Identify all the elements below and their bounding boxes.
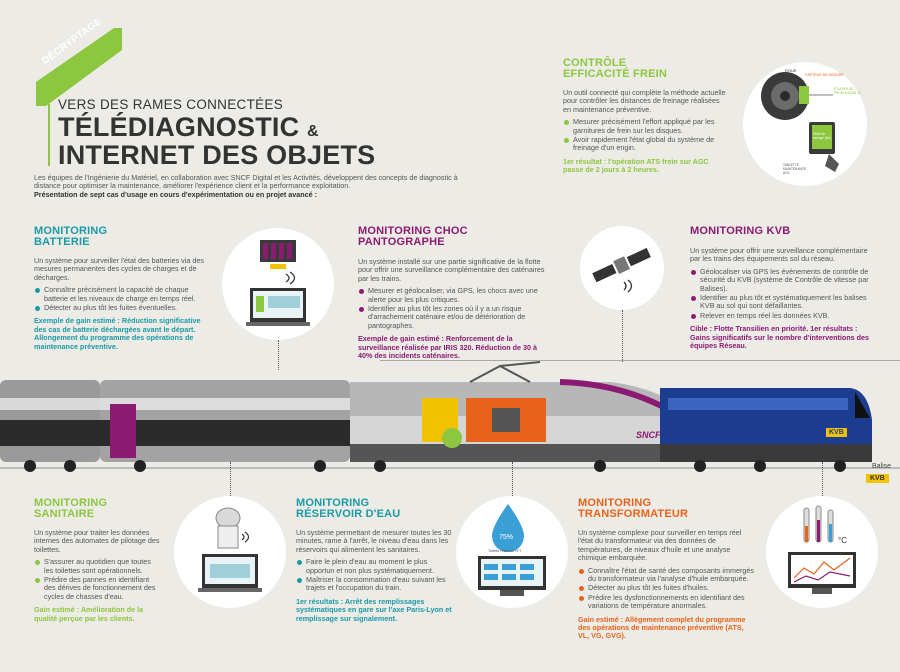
batterie-bullets: Connaître précisément la capacité de cha… [34,286,210,312]
kvb-result: Cible : Flotte Transilien en priorité. 1… [690,324,870,351]
frein-result: 1er résultat : l'opération ATS frein sur… [563,156,709,175]
kvb-title: MONITORING KVB [690,225,791,237]
batterie-bullet: Connaître précisément la capacité de cha… [34,286,210,303]
batterie-desc: Un système pour surveiller l'état des ba… [34,256,204,282]
reservoir-illustration: 75% Toilette réservoir N°7 [456,496,568,608]
sanitaire-result: Gain estimé : Amélioration de la qualité… [34,605,144,623]
section-transfo: MONITORING TRANSFORMATEUR Un système com… [578,498,756,641]
connector-reservoir [512,462,513,496]
reservoir-bullet: Faire le plein d'eau au moment le plus o… [296,558,452,575]
frein-effort-label: Effort de serrage (kN) [813,132,831,140]
section-sanitaire: MONITORING SANITAIRE Un système pour tra… [34,498,160,623]
frein-capteur-label: CAPTEUR DE MESURE [805,73,844,77]
batterie-illustration [222,228,334,340]
transfo-bullet: Prédire les dysfonctionnements en identi… [578,593,756,611]
kvb-desc: Un système pour offrir une surveillance … [690,246,868,264]
sanitaire-desc: Un système pour traiter les données inte… [34,528,160,554]
sanitaire-illustration [174,496,286,608]
transfo-bullet: Détecter au plus tôt les fuites d'huiles… [578,584,756,592]
transfo-title-1: MONITORING [578,497,652,509]
train-kvb-badge: KVB [826,428,847,437]
section-reservoir: MONITORING RÉSERVOIR D'EAU Un système pe… [296,498,452,623]
pantographe-bullets: Mesurer et géolocaliser, via GPS, les ch… [358,287,550,330]
page-title-line2: INTERNET DES OBJETS [58,140,376,170]
batterie-title-2: BATTERIE [34,236,90,248]
sanitaire-title-1: MONITORING [34,497,108,509]
batterie-title-1: MONITORING [34,225,108,237]
satellite-illustration [580,226,664,310]
batterie-bullet: Détecter au plus tôt les fuites éventuel… [34,303,210,312]
connector-sanitaire [230,462,231,496]
kvb-bullet: Identifier au plus tôt et systématiqueme… [690,293,872,311]
sanitaire-bullet: S'assurer au quotidien que toutes les to… [34,558,160,575]
pantographe-title: MONITORING CHOC PANTOGRAPHE [358,225,468,248]
intro-bold: Présentation de sept cas d'usage en cour… [34,189,318,199]
connector-pantographe [622,310,623,362]
frein-roue-label: ROUE [785,68,797,73]
sanitaire-bullet: Prédire des pannes en identifiant des dé… [34,575,160,601]
header-kicker: VERS DES RAMES CONNECTÉES [58,97,284,112]
frein-tablette-label: TABLETTE MAINTENANCE AGC [783,163,807,175]
sanitaire-bullets: S'assurer au quotidien que toutes les to… [34,558,160,601]
kvb-bullets: Géolocaliser via GPS les événements de c… [690,267,872,320]
pantographe-result: Exemple de gain estimé : Renforcement de… [358,334,537,361]
water-drop-caption: Toilette réservoir N°7 [488,549,522,553]
transfo-bullets: Connaître l'état de santé des composants… [578,566,756,611]
intro-text: Les équipes de l'Ingénierie du Matériel,… [34,173,462,199]
connector-transfo [822,462,823,496]
section-pantographe: MONITORING CHOC PANTOGRAPHE Un système i… [358,226,550,360]
reservoir-title-2: RÉSERVOIR D'EAU [296,508,401,520]
title-amp: & [307,123,319,140]
connector-batterie [278,340,279,370]
page-title-line1: TÉLÉDIAGNOSTIC & [58,114,319,145]
pantographe-bullet: Mesurer et géolocaliser, via GPS, les ch… [358,287,550,304]
frein-etudier-label: ÉTUDIER DE FROM À ADAM LE [834,87,862,95]
section-frein: CONTRÔLE EFFICACITÉ FREIN Un outil conne… [563,58,729,175]
reservoir-bullets: Faire le plein d'eau au moment le plus o… [296,558,452,593]
section-batterie: MONITORING BATTERIE Un système pour surv… [34,226,210,351]
transfo-bullet: Connaître l'état de santé des composants… [578,566,756,584]
section-kvb: MONITORING KVB Un système pour offrir un… [690,226,872,350]
transfo-title-2: TRANSFORMATEUR [578,508,689,520]
reservoir-desc: Un système permettant de mesurer toutes … [296,528,452,554]
decryptage-banner: DÉCRYPTAGE [36,16,128,108]
temp-unit-label: °C [838,536,847,545]
reservoir-bullet: Maîtriser la consommation d'eau suivant … [296,575,452,593]
transfo-illustration: °C [766,496,878,608]
transfo-result: Gain estimé : Allègement complet du prog… [578,614,746,641]
transfo-desc: Un système complexe pour surveiller en t… [578,528,742,563]
frein-desc: Un outil connecté qui complète la méthod… [563,88,726,114]
kvb-bullet: Géolocaliser via GPS les événements de c… [690,267,872,293]
reservoir-title-1: MONITORING [296,497,370,509]
pantographe-desc: Un système installé sur une partie signi… [358,257,545,283]
balise-label: Balise [872,463,892,470]
frein-bullets: Mesurer précisément l'effort appliqué pa… [563,118,729,153]
sncf-logo: SNCF [636,430,661,440]
intro-paragraph: Les équipes de l'Ingénierie du Matériel,… [34,173,458,191]
reservoir-result: 1er résultats : Arrêt des remplissages s… [296,596,452,623]
water-level-pct: 75% [499,534,514,541]
frein-illustration: ROUE CAPTEUR DE MESURE ÉTUDIER DE FROM À… [743,62,867,186]
frein-title-2: EFFICACITÉ FREIN [563,68,668,80]
banner-divider [48,104,50,166]
frein-bullet: Mesurer précisément l'effort appliqué pa… [563,118,729,135]
kvb-bullet: Relever en temps réel les données KVB. [690,311,872,320]
balise-kvb-badge: KVB [866,474,889,483]
frein-bullet: Avoir rapidement l'état global du systèm… [563,135,729,153]
title-word-teldiag: TÉLÉDIAGNOSTIC [58,112,300,142]
train-illustration: SNCF KVB [0,359,900,490]
batterie-result: Exemple de gain estimé : Réduction signi… [34,316,201,351]
sanitaire-title-2: SANITAIRE [34,508,95,520]
frein-title-1: CONTRÔLE [563,57,627,69]
pantographe-bullet: Identifier au plus tôt les zones où il y… [358,304,550,330]
